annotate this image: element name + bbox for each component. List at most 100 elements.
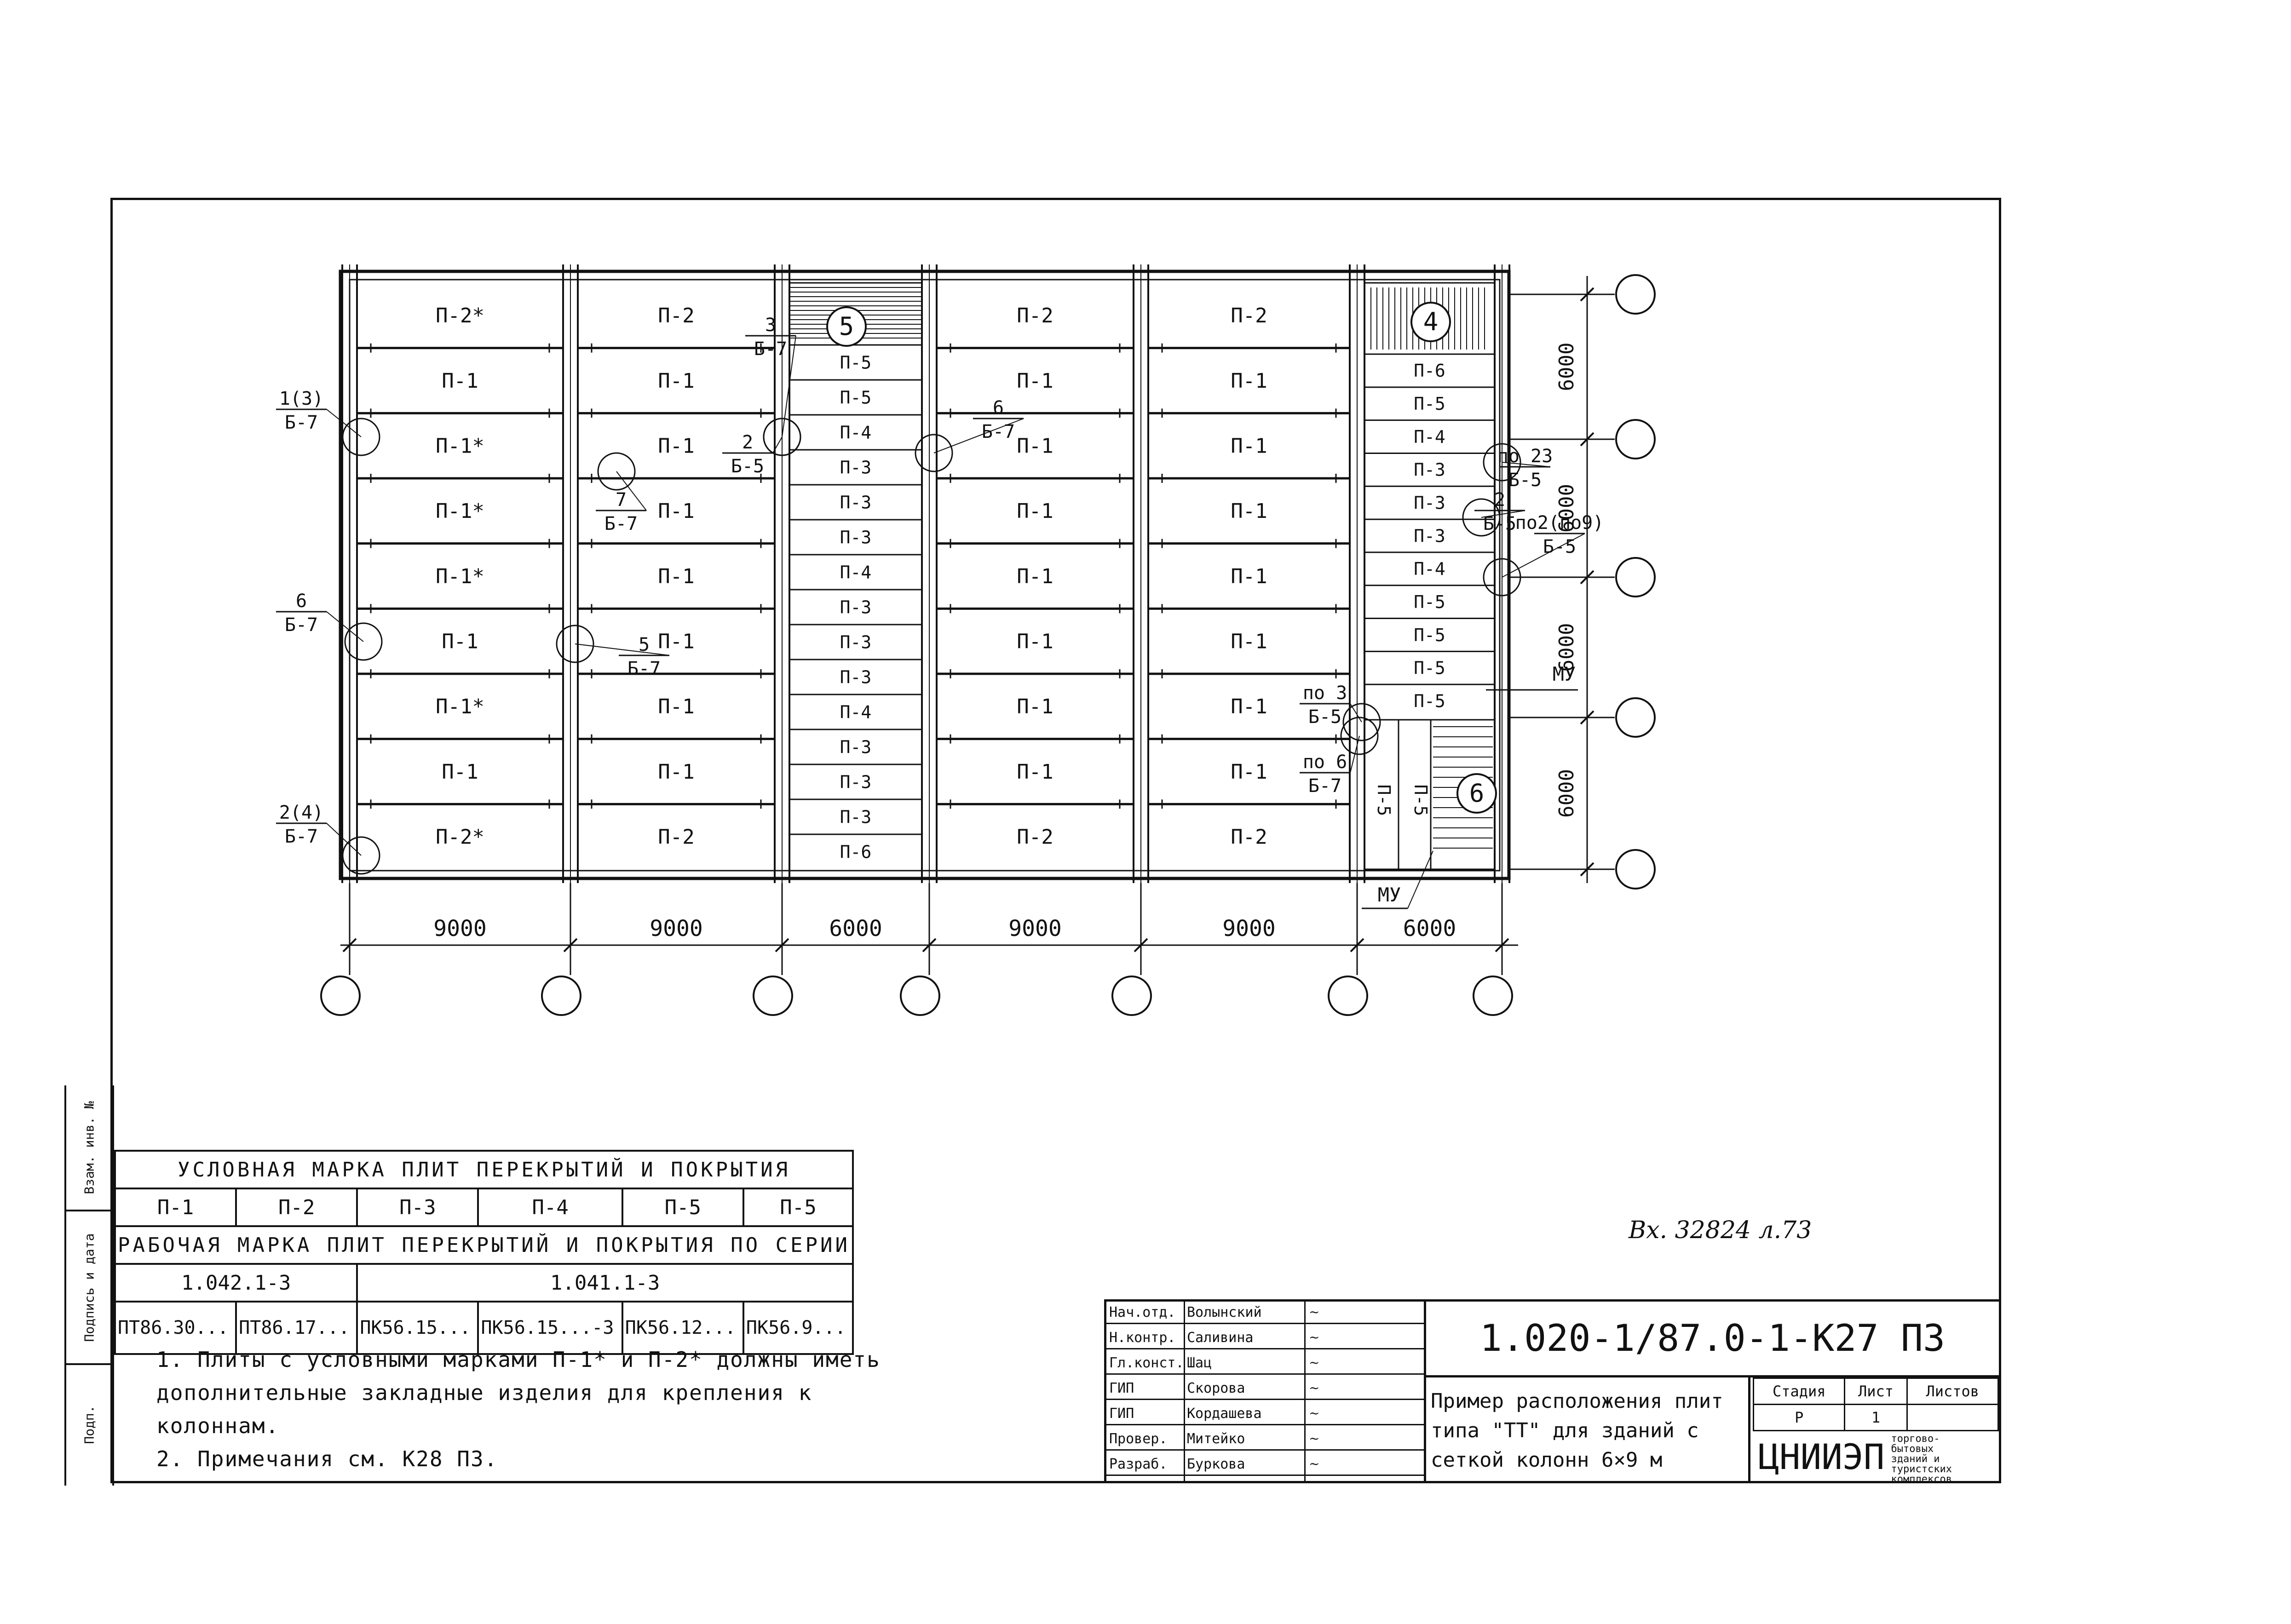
slab-mark: П-3	[840, 527, 872, 547]
callout-detail-number: по 3	[1303, 683, 1347, 704]
callout-sheet-ref: Б-5	[1508, 470, 1542, 491]
sheet-value: 1	[1844, 1404, 1908, 1431]
stair-number-circle	[826, 306, 867, 347]
signature-table: Нач.отд.Волынский~Н.контр.Саливина~Гл.ко…	[1106, 1302, 1426, 1481]
signature-row: Провер.Митейко~	[1106, 1428, 1424, 1451]
slab-mark: П-2	[1017, 304, 1053, 327]
slab-mark: П-1*	[436, 565, 484, 588]
stage-header: Листов	[1906, 1377, 1999, 1405]
slab-mark: П-5	[1414, 394, 1445, 414]
callout-detail-number: по 23	[1497, 446, 1553, 467]
slab-mark: П-4	[1414, 427, 1445, 447]
mu-label: МУ	[1553, 663, 1576, 685]
drawing-title: Пример расположения плит типа "ТТ" для з…	[1426, 1377, 1750, 1481]
stamp-label: Подпись и дата	[81, 1233, 97, 1342]
divider	[1304, 1302, 1306, 1481]
legend-code: ПТ86.30...	[114, 1301, 237, 1355]
dimension-tick	[563, 938, 578, 953]
stage-value: Р	[1752, 1404, 1846, 1431]
legend-header-conventional: УСЛОВНАЯ МАРКА ПЛИТ ПЕРЕКРЫТИЙ И ПОКРЫТИ…	[114, 1150, 854, 1189]
title-line: сеткой колонн 6×9 м	[1431, 1448, 1663, 1472]
slab-mark: П-3	[840, 737, 872, 757]
slab-mark: П-1	[658, 565, 694, 588]
dimension-tick	[775, 938, 789, 953]
org-subtitle: торгово-бытовых зданий и туристских комп…	[1891, 1433, 1952, 1485]
slab-mark: П-4	[1414, 559, 1445, 579]
stair-number-circle	[1456, 773, 1497, 814]
stair-cell	[1364, 282, 1496, 355]
callout-leader	[1502, 462, 1551, 467]
legend-mark: П-3	[356, 1188, 479, 1227]
slab-mark: П-5	[1414, 592, 1445, 612]
legend-header-working: РАБОЧАЯ МАРКА ПЛИТ ПЕРЕКРЫТИЙ И ПОКРЫТИЯ…	[114, 1225, 854, 1265]
stair-slab-mark: П-5	[1410, 785, 1431, 816]
archive-mark: Вх. 32824 л.73	[1629, 1217, 1812, 1244]
slab-mark: П-3	[840, 772, 872, 792]
stamp-cell-replace: Взам. инв. №	[66, 1085, 112, 1211]
callout-leader	[782, 335, 796, 437]
axis-circle	[753, 976, 793, 1016]
callout-detail-number: по2(по9)	[1515, 512, 1604, 534]
stamp-label: Подп.	[81, 1405, 97, 1444]
callout-leader	[326, 823, 362, 856]
slab-mark: П-1	[1231, 695, 1267, 718]
axis-circle	[1615, 274, 1656, 315]
stair-number: 4	[1423, 307, 1439, 336]
stair-number: 6	[1469, 779, 1485, 808]
stage-header: Стадия	[1752, 1377, 1846, 1405]
side-stamp: Взам. инв. № Подпись и дата Подп.	[64, 1085, 114, 1486]
slab-layout: П-2*П-1П-1*П-1*П-1*П-1П-1*П-1П-2*П-2П-1П…	[357, 282, 1497, 870]
callout-sheet-ref: Б-7	[285, 412, 318, 433]
slab-mark: П-2	[1231, 304, 1267, 327]
slab-mark: П-3	[840, 632, 872, 652]
legend-mark: П-4	[477, 1188, 623, 1227]
slab-mark: П-5	[1414, 625, 1445, 645]
signature-name: Саливина	[1187, 1330, 1254, 1346]
axis-circle	[1473, 976, 1513, 1016]
slab-mark: П-2*	[436, 304, 484, 327]
callout-sheet-ref: Б-7	[982, 421, 1015, 442]
signature-scribble: ~	[1309, 1380, 1320, 1395]
slab-mark: П-3	[840, 597, 872, 617]
dimension-tick	[1580, 710, 1594, 725]
signature-role: Нач.отд.	[1109, 1304, 1176, 1320]
signature-name: Кордашева	[1187, 1406, 1262, 1422]
callout-leader	[1502, 533, 1585, 578]
stair-number: 5	[839, 312, 854, 341]
callout-sheet-ref: Б-7	[285, 614, 318, 636]
dimension-tick	[922, 938, 937, 953]
legend-mark: П-1	[114, 1188, 237, 1227]
callout-detail-number: 7	[616, 489, 627, 511]
slab-mark: П-4	[840, 422, 872, 442]
signature-row: Разраб.Буркова~	[1106, 1453, 1424, 1476]
slab-mark: П-1	[1017, 630, 1053, 654]
slab-mark: П-1	[442, 760, 478, 784]
slab-mark: П-1	[1017, 435, 1053, 458]
slab-mark: П-1	[442, 369, 478, 393]
slab-mark: П-2	[1231, 826, 1267, 849]
bay-dimension: 9000	[1222, 916, 1276, 941]
slab-mark: П-4	[840, 702, 872, 722]
bay-dimension: 9000	[433, 916, 487, 941]
slab-mark: П-1	[1231, 499, 1267, 523]
slab-mark: П-1	[658, 369, 694, 393]
slab-mark: П-1	[1231, 630, 1267, 654]
dimension-tick	[1580, 287, 1594, 302]
slab-mark: П-2	[1017, 826, 1053, 849]
callout-detail-number: по 6	[1303, 752, 1347, 773]
slab-mark: П-6	[840, 842, 872, 862]
axis-circle	[900, 976, 940, 1016]
slab-mark: П-3	[1414, 460, 1445, 480]
slab-mark: П-3	[840, 807, 872, 827]
legend-series: 1.041.1-3	[356, 1263, 854, 1303]
axis-circle	[1111, 976, 1152, 1016]
dimension-tick	[1580, 432, 1594, 447]
callout-circle	[597, 452, 636, 491]
slab-mark: П-1	[1017, 499, 1053, 523]
callout-detail-number: 5	[639, 634, 650, 655]
document-code: 1.020-1/87.0-1-К27 ПЗ	[1426, 1302, 1999, 1377]
legend-code: ПТ86.17...	[235, 1301, 358, 1355]
bay-dimension: 6000	[1403, 916, 1456, 941]
